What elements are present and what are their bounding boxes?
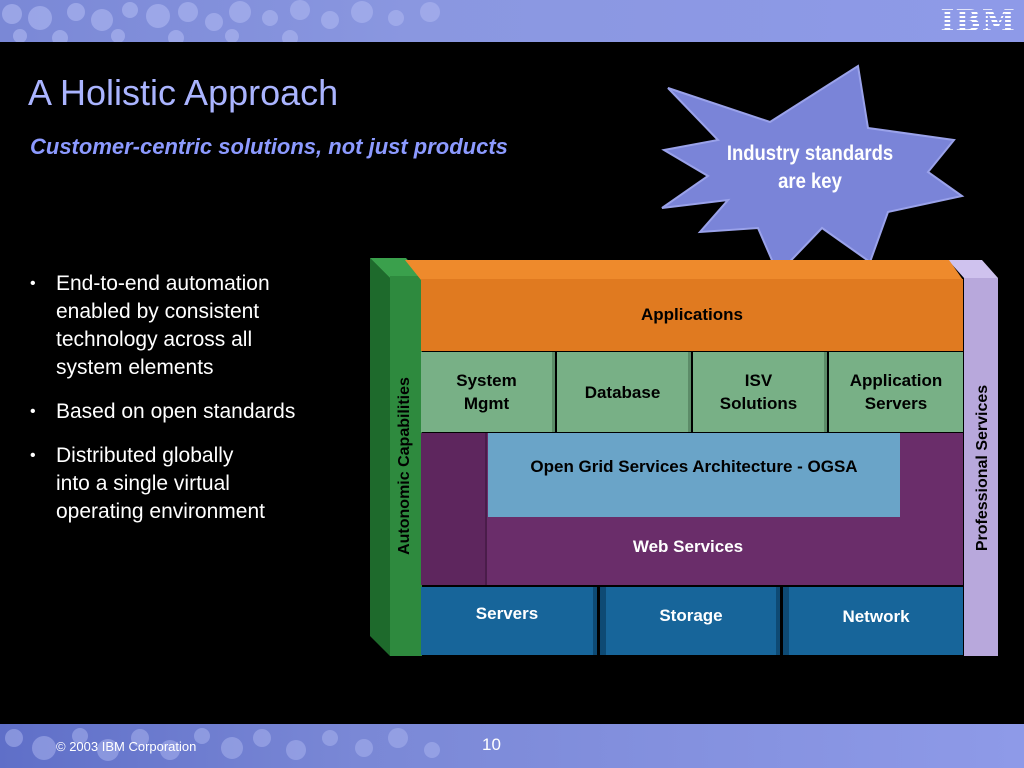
storage-label: Storage xyxy=(659,606,723,625)
servers-label: Servers xyxy=(475,604,539,623)
database-label: Database xyxy=(584,382,661,402)
network-block: Network xyxy=(783,587,963,655)
bullet-item: End-to-end automation enabled by consist… xyxy=(28,270,358,382)
ogsa-block: Open Grid Services Architecture - OGSA xyxy=(488,433,900,517)
isv-solutions-label: ISV Solutions xyxy=(719,371,798,413)
applications-top-face xyxy=(405,260,963,280)
professional-services-label: Professional Services xyxy=(974,384,991,552)
servers-block: Servers xyxy=(421,587,597,655)
web-services-text-area: Web Services xyxy=(488,518,888,576)
web-services-inner-shade xyxy=(421,433,487,585)
professional-pillar-shape xyxy=(948,260,998,656)
bullet-text: Distributed globally into a single virtu… xyxy=(56,444,265,523)
ibm-logo: IBM xyxy=(940,4,1016,39)
bullet-item: Based on open standards xyxy=(28,398,358,426)
callout-text: Industry standards are key xyxy=(726,142,894,193)
bullet-list: End-to-end automation enabled by consist… xyxy=(28,270,358,542)
slide-title: A Holistic Approach xyxy=(28,72,339,113)
web-services-label: Web Services xyxy=(632,537,744,556)
application-servers-block: Application Servers xyxy=(829,352,963,432)
applications-label: Applications xyxy=(640,305,743,324)
ogsa-label: Open Grid Services Architecture - OGSA xyxy=(530,457,858,476)
application-servers-label: Application Servers xyxy=(849,371,943,413)
starburst-callout xyxy=(661,64,965,276)
bullet-text: End-to-end automation enabled by consist… xyxy=(56,272,270,379)
slide-subtitle: Customer-centric solutions, not just pro… xyxy=(30,134,508,159)
copyright-text: © 2003 IBM Corporation xyxy=(56,739,197,754)
bullet-item: Distributed globally into a single virtu… xyxy=(28,442,358,526)
decorative-dots xyxy=(2,0,440,42)
autonomic-pillar-shape xyxy=(370,258,422,656)
network-label: Network xyxy=(842,607,910,626)
database-block: Database xyxy=(557,352,691,432)
isv-solutions-block: ISV Solutions xyxy=(693,352,827,432)
system-mgmt-label: System Mgmt xyxy=(456,371,517,413)
autonomic-capabilities-label: Autonomic Capabilities xyxy=(396,377,413,555)
system-mgmt-block: System Mgmt xyxy=(421,352,555,432)
applications-layer: Applications xyxy=(421,279,963,351)
header-bar: IBM xyxy=(0,0,1024,42)
decorative-dots xyxy=(5,728,440,761)
footer-bar xyxy=(0,724,1024,768)
storage-block: Storage xyxy=(600,587,780,655)
bullet-text: Based on open standards xyxy=(56,400,296,423)
page-number: 10 xyxy=(482,735,501,754)
